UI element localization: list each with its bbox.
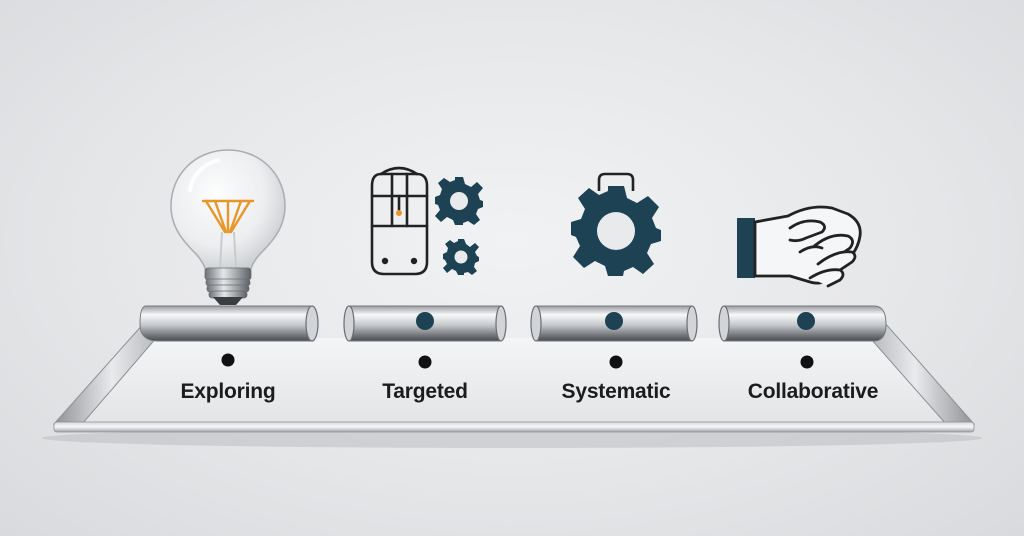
pipe-node-3 [605,312,623,330]
pipe-node-2 [416,312,434,330]
pipe-segment-2 [343,305,507,342]
stage-label-collaborative: Collaborative [747,380,879,403]
lightbulb-icon [170,149,286,305]
stage-dot-1 [221,353,235,367]
stage-label-systematic: Systematic [561,380,671,403]
gear-icon [571,172,661,276]
handshake-icon [737,205,862,288]
stage-dot-4 [800,355,814,369]
pipe-segment-3 [530,305,698,342]
pipe-node-4 [797,312,815,330]
base-platform [42,321,982,448]
stage-dot-3 [609,355,623,369]
stage-dot-2 [418,355,432,369]
device-and-gears-icon [370,166,483,276]
stage-label-targeted: Targeted [382,380,468,403]
pipe-segment-1 [139,305,319,342]
stage-label-exploring: Exploring [180,380,276,403]
pipe-segment-4 [718,305,887,342]
